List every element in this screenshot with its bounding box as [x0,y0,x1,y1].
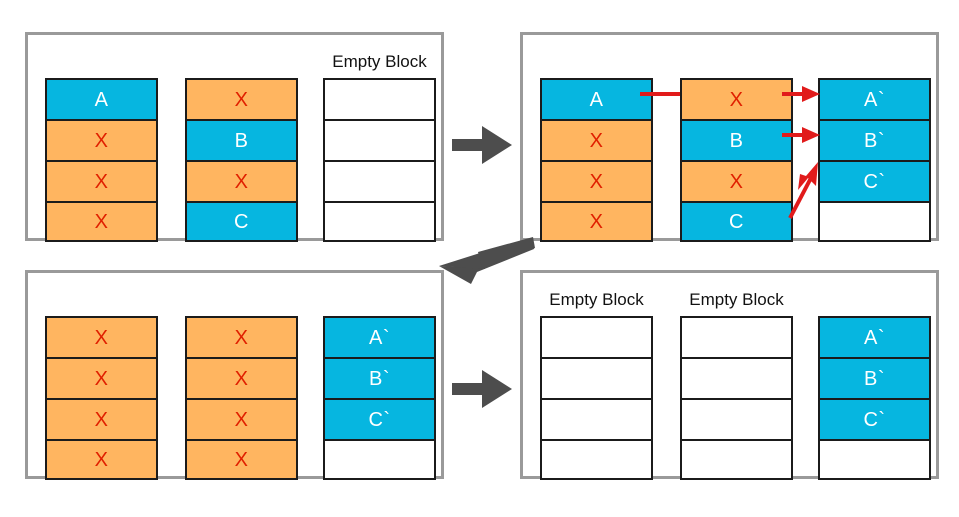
block-cell[interactable]: B [185,119,298,160]
block-cell[interactable]: X [45,357,158,398]
block-cell[interactable] [540,398,653,439]
block-cell[interactable] [680,439,793,480]
block-cell[interactable]: X [185,439,298,480]
block-cell[interactable]: X [540,201,653,242]
block-cell[interactable] [540,439,653,480]
block-cell[interactable]: C` [323,398,436,439]
stack-bottom-left-1: X X X X [45,316,158,480]
block-cell[interactable] [323,439,436,480]
block-cell[interactable]: X [45,201,158,242]
block-cell[interactable]: X [45,160,158,201]
stack-bottom-left-2: X X X X [185,316,298,480]
empty-block-label: Empty Block [332,52,427,71]
block-cell[interactable] [680,398,793,439]
empty-block-label: Empty Block [549,290,644,309]
stack-top-right-1: A X X X [540,78,653,242]
block-cell[interactable]: A [540,78,653,119]
block-cell[interactable] [323,119,436,160]
block-cell[interactable] [540,357,653,398]
block-cell[interactable]: X [185,160,298,201]
block-cell[interactable] [818,201,931,242]
annotation-arrow-up-right-icon [784,160,828,222]
block-cell[interactable] [540,316,653,357]
block-cell[interactable] [680,357,793,398]
panel-bottom-right: Empty Block Empty Block A` B` C` [520,270,939,480]
stack-bottom-right-3: A` B` C` [818,316,931,480]
block-cell[interactable]: C` [818,160,931,201]
flow-arrow-left-icon [435,236,535,288]
block-cell[interactable]: X [45,316,158,357]
panel-top-left: A X X X X B X C Empty Block [25,32,444,242]
block-cell[interactable]: X [680,78,793,119]
block-cell[interactable]: X [185,357,298,398]
annotation-arrow-right-icon [780,82,822,106]
block-cell[interactable]: A` [818,316,931,357]
block-cell[interactable]: A` [323,316,436,357]
annotation-arrow-right-icon [780,123,822,147]
block-cell[interactable]: X [45,439,158,480]
flow-arrow-right-icon [452,362,514,416]
stack-top-left-1: A X X X [45,78,158,242]
block-cell[interactable]: X [680,160,793,201]
block-cell[interactable]: X [45,398,158,439]
block-cell[interactable] [818,439,931,480]
stack-bottom-left-3: A` B` C` [323,316,436,480]
block-cell[interactable]: C` [818,398,931,439]
block-cell[interactable]: A [45,78,158,119]
block-cell[interactable]: C [185,201,298,242]
stack-top-left-3: Empty Block [323,52,436,242]
annotation-dash-icon [638,86,682,102]
stack-top-right-3: A` B` C` [818,78,931,242]
block-cell[interactable]: X [540,119,653,160]
stack-bottom-right-1: Empty Block [540,290,653,480]
block-cell[interactable]: X [185,316,298,357]
block-cell[interactable]: A` [818,78,931,119]
stack-top-left-2: X B X C [185,78,298,242]
block-cell[interactable]: B` [323,357,436,398]
flow-arrow-right-icon [452,118,514,172]
block-cell[interactable]: X [185,398,298,439]
block-cell[interactable] [323,201,436,242]
block-cell[interactable]: B` [818,357,931,398]
block-cell[interactable]: C [680,201,793,242]
block-cell[interactable]: X [45,119,158,160]
block-cell[interactable] [323,78,436,119]
block-cell[interactable] [323,160,436,201]
panel-bottom-left: X X X X X X X X A` B` C` [25,270,444,480]
block-cell[interactable]: X [185,78,298,119]
block-cell[interactable] [680,316,793,357]
stack-bottom-right-2: Empty Block [680,290,793,480]
block-cell[interactable]: B` [818,119,931,160]
empty-block-label: Empty Block [689,290,784,309]
block-cell[interactable]: B [680,119,793,160]
block-cell[interactable]: X [540,160,653,201]
stack-top-right-2: X B X C [680,78,793,242]
panel-top-right: A X X X X B X C A` B` C` [520,32,939,242]
